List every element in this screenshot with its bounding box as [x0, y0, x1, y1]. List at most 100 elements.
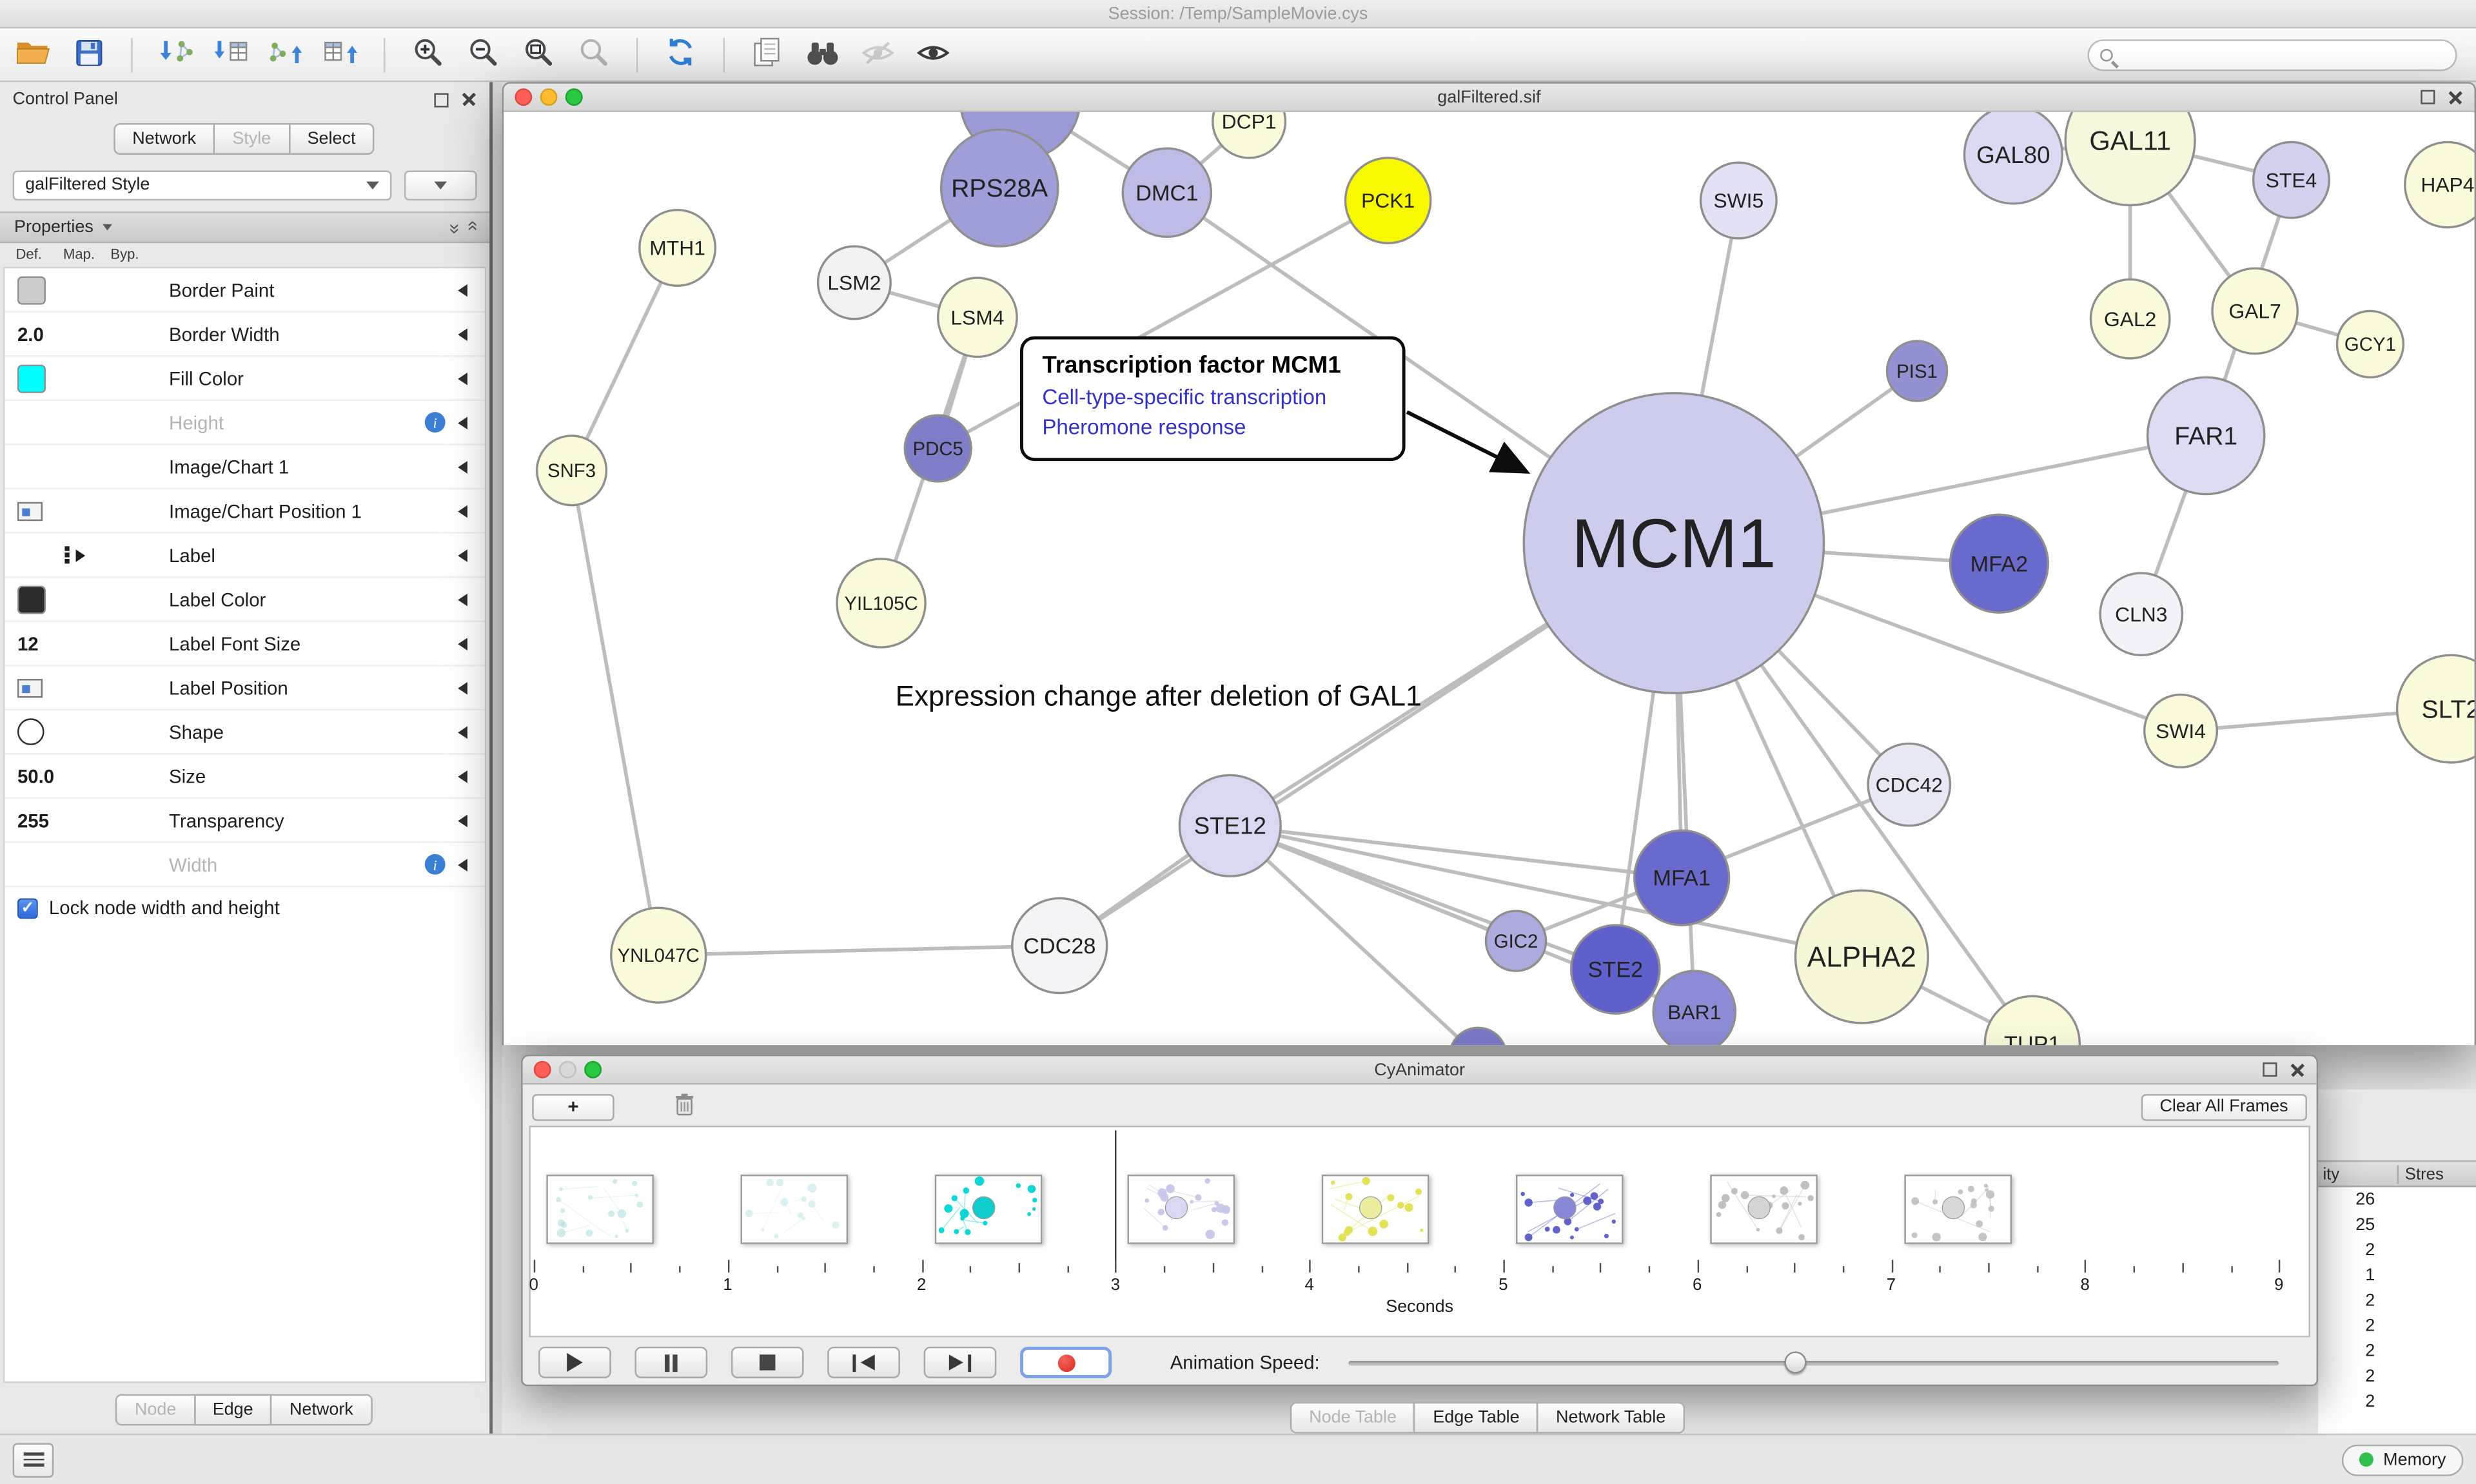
property-row[interactable]: Label Color: [5, 578, 485, 622]
node-swi4[interactable]: [2143, 693, 2219, 768]
expand-arrow-icon[interactable]: [458, 283, 467, 297]
expand-arrow-icon[interactable]: [458, 416, 467, 429]
tab-network[interactable]: Network: [113, 123, 215, 155]
node-yil105c[interactable]: [836, 558, 927, 649]
find-network-button[interactable]: [802, 32, 843, 77]
property-row[interactable]: Shape: [5, 710, 485, 755]
maximize-window-icon[interactable]: [565, 88, 583, 106]
default-value-cell[interactable]: [17, 718, 64, 745]
expand-arrow-icon[interactable]: [458, 769, 467, 783]
node-gal80[interactable]: [1963, 112, 2064, 205]
color-swatch[interactable]: [17, 364, 46, 393]
node-gal7[interactable]: [2211, 267, 2299, 355]
stats-table-row[interactable]: 1: [2318, 1263, 2476, 1288]
lock-checkbox[interactable]: [17, 897, 38, 919]
network-edge[interactable]: [1230, 824, 1862, 959]
default-value-cell[interactable]: [17, 585, 64, 614]
default-value-cell[interactable]: 50.0: [17, 765, 55, 787]
expand-arrow-icon[interactable]: [458, 637, 467, 650]
node-alpha2[interactable]: [1794, 889, 1929, 1024]
network-edge[interactable]: [1228, 824, 1478, 1046]
expand-arrow-icon[interactable]: [458, 460, 467, 473]
zoom-fit-button[interactable]: [518, 32, 559, 77]
expand-arrow-icon[interactable]: [458, 725, 467, 738]
save-session-button[interactable]: [68, 32, 109, 77]
stats-column-header[interactable]: ity: [2323, 1164, 2340, 1184]
stats-table-row[interactable]: 2: [2318, 1364, 2476, 1389]
node-hap[interactable]: [2404, 141, 2475, 229]
node-pck1[interactable]: [1344, 157, 1432, 244]
zoom-in-button[interactable]: [408, 32, 449, 77]
speed-slider-knob[interactable]: [1783, 1351, 1806, 1374]
node-bot1[interactable]: [1449, 1026, 1506, 1046]
node-mfa2[interactable]: [1949, 513, 2050, 614]
refresh-button[interactable]: [660, 32, 702, 77]
node-gal11[interactable]: [2064, 112, 2196, 207]
node-ste4[interactable]: [2252, 141, 2330, 219]
properties-header[interactable]: Properties » »: [0, 211, 490, 244]
node-pis1[interactable]: [1885, 340, 1949, 402]
speed-slider[interactable]: [1348, 1347, 2279, 1378]
annotation-box[interactable]: Transcription factor MCM1 Cell-type-spec…: [1020, 336, 1406, 461]
node-cln3[interactable]: [2099, 572, 2184, 657]
node-snf3[interactable]: [535, 434, 608, 507]
minimize-window-icon[interactable]: [540, 88, 558, 106]
close-window-icon[interactable]: [533, 1060, 551, 1079]
animation-frame-thumbnail[interactable]: [1322, 1175, 1430, 1244]
animation-frame-thumbnail[interactable]: [546, 1175, 654, 1244]
default-value-cell[interactable]: [17, 275, 64, 304]
expand-arrow-icon[interactable]: [458, 858, 467, 871]
node-gic2[interactable]: [1484, 910, 1548, 972]
network-edge[interactable]: [1230, 824, 1682, 880]
delete-frame-button[interactable]: [646, 1093, 722, 1120]
animation-frame-thumbnail[interactable]: [1516, 1175, 1624, 1244]
close-view-icon[interactable]: [2290, 1062, 2305, 1077]
default-value-cell[interactable]: 12: [17, 632, 39, 655]
node-mth1[interactable]: [638, 209, 717, 287]
style-selector[interactable]: galFiltered Style: [12, 170, 392, 200]
expand-arrow-icon[interactable]: [458, 814, 467, 827]
default-value-cell[interactable]: 2.0: [17, 322, 44, 346]
close-window-icon[interactable]: [515, 88, 533, 106]
add-frame-button[interactable]: +: [532, 1093, 614, 1120]
animation-frame-thumbnail[interactable]: [1709, 1175, 1818, 1244]
animation-frame-thumbnail[interactable]: [934, 1175, 1042, 1244]
stats-column-header[interactable]: Stres: [2397, 1164, 2476, 1184]
node-gal2[interactable]: [2089, 278, 2171, 360]
annotation-link[interactable]: Cell-type-specific transcription: [1042, 385, 1327, 409]
play-button[interactable]: [538, 1346, 611, 1378]
stats-table-row[interactable]: 26: [2318, 1187, 2476, 1213]
node-ste2[interactable]: [1570, 924, 1661, 1015]
color-swatch[interactable]: [17, 585, 46, 614]
maximize-window-icon[interactable]: [584, 1060, 602, 1079]
import-network-button[interactable]: [155, 32, 196, 77]
stats-table-row[interactable]: 2: [2318, 1314, 2476, 1339]
node-pdc5[interactable]: [903, 414, 972, 483]
property-row[interactable]: Fill Color: [5, 356, 485, 402]
node-far1[interactable]: [2146, 376, 2266, 496]
open-session-button[interactable]: [13, 32, 54, 77]
float-window-icon[interactable]: [2421, 90, 2435, 104]
network-edge[interactable]: [658, 944, 1060, 957]
tab-style[interactable]: Style: [213, 123, 290, 155]
export-network-button[interactable]: [265, 32, 306, 77]
node-tup1[interactable]: [1983, 995, 2081, 1046]
expand-arrow-icon[interactable]: [458, 592, 467, 606]
zoom-out-button[interactable]: [463, 32, 504, 77]
timeline-playhead[interactable]: [1115, 1130, 1117, 1273]
default-value-cell[interactable]: [17, 678, 64, 698]
node-bar1[interactable]: [1652, 970, 1737, 1046]
stats-table-row[interactable]: 25: [2318, 1213, 2476, 1238]
tab-network[interactable]: Network: [270, 1394, 373, 1426]
tab-edge-table[interactable]: Edge Table: [1413, 1401, 1539, 1434]
node-mfa1[interactable]: [1633, 829, 1731, 926]
stop-button[interactable]: [731, 1346, 804, 1378]
animation-frame-thumbnail[interactable]: [1903, 1175, 2012, 1244]
hide-selected-button[interactable]: [858, 32, 899, 77]
tab-edge[interactable]: Edge: [193, 1394, 273, 1426]
float-window-icon[interactable]: [2263, 1062, 2277, 1077]
